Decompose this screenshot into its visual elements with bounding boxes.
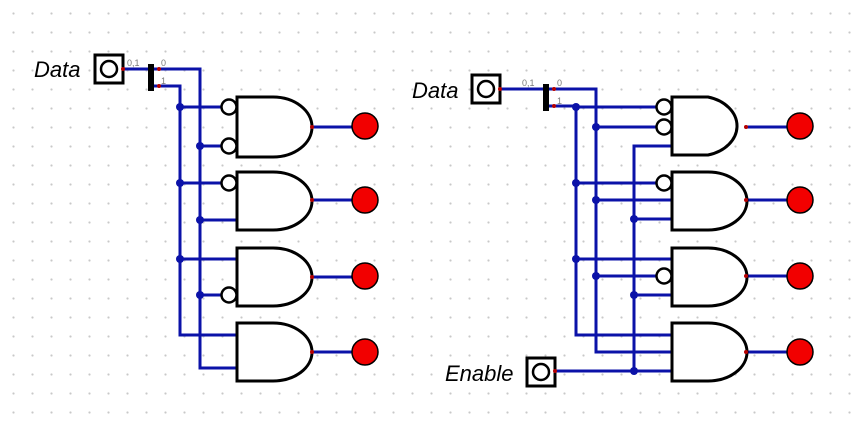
right-and-gate-0[interactable] bbox=[670, 95, 739, 157]
left-invert-bubble bbox=[220, 98, 238, 116]
left-splitter-bit0-label: 0 bbox=[161, 58, 166, 68]
left-junctions bbox=[176, 103, 204, 299]
left-invert-bubble bbox=[220, 286, 238, 304]
right-and-gate-3[interactable] bbox=[670, 321, 749, 383]
left-data-input-pin[interactable] bbox=[93, 53, 125, 85]
left-splitter-bit1-label: 1 bbox=[161, 76, 166, 86]
right-invert-bubble bbox=[655, 267, 673, 285]
left-output-led-0 bbox=[351, 112, 379, 140]
left-data-label: Data bbox=[34, 57, 80, 82]
right-wires bbox=[498, 87, 790, 373]
right-splitter[interactable]: 0,1 0 1 bbox=[522, 78, 562, 111]
left-output-led-1 bbox=[351, 186, 379, 214]
right-splitter-bit1-label: 1 bbox=[557, 96, 562, 106]
right-output-led-2 bbox=[786, 262, 814, 290]
right-and-gate-2[interactable] bbox=[670, 246, 749, 308]
enable-input-pin[interactable] bbox=[525, 356, 557, 388]
right-output-led-3 bbox=[786, 338, 814, 366]
right-invert-bubble bbox=[655, 118, 673, 136]
left-splitter-bus-label: 0,1 bbox=[127, 58, 140, 68]
left-invert-bubble bbox=[220, 174, 238, 192]
right-output-led-0 bbox=[786, 112, 814, 140]
right-output-led-1 bbox=[786, 186, 814, 214]
left-splitter[interactable]: 0,1 0 1 bbox=[127, 58, 166, 91]
left-decoder-circuit: Data 0,1 0 1 bbox=[34, 53, 379, 383]
right-junctions bbox=[572, 103, 638, 375]
left-output-led-3 bbox=[351, 338, 379, 366]
left-invert-bubble bbox=[220, 137, 238, 155]
enable-label: Enable bbox=[445, 361, 514, 386]
right-data-label: Data bbox=[412, 78, 458, 103]
right-splitter-bus-label: 0,1 bbox=[522, 78, 535, 88]
left-and-gate-0[interactable] bbox=[235, 95, 314, 159]
left-and-gate-1[interactable] bbox=[235, 170, 314, 232]
right-decoder-circuit: Data Enable 0,1 0 1 bbox=[412, 73, 814, 388]
right-and-gate-1[interactable] bbox=[670, 170, 749, 232]
right-invert-bubble bbox=[655, 174, 673, 192]
right-splitter-bit0-label: 0 bbox=[557, 78, 562, 88]
left-and-gate-2[interactable] bbox=[235, 246, 314, 308]
left-output-led-2 bbox=[351, 262, 379, 290]
right-data-input-pin[interactable] bbox=[470, 73, 502, 105]
right-invert-bubble bbox=[655, 98, 673, 116]
left-and-gate-3[interactable] bbox=[235, 321, 314, 383]
